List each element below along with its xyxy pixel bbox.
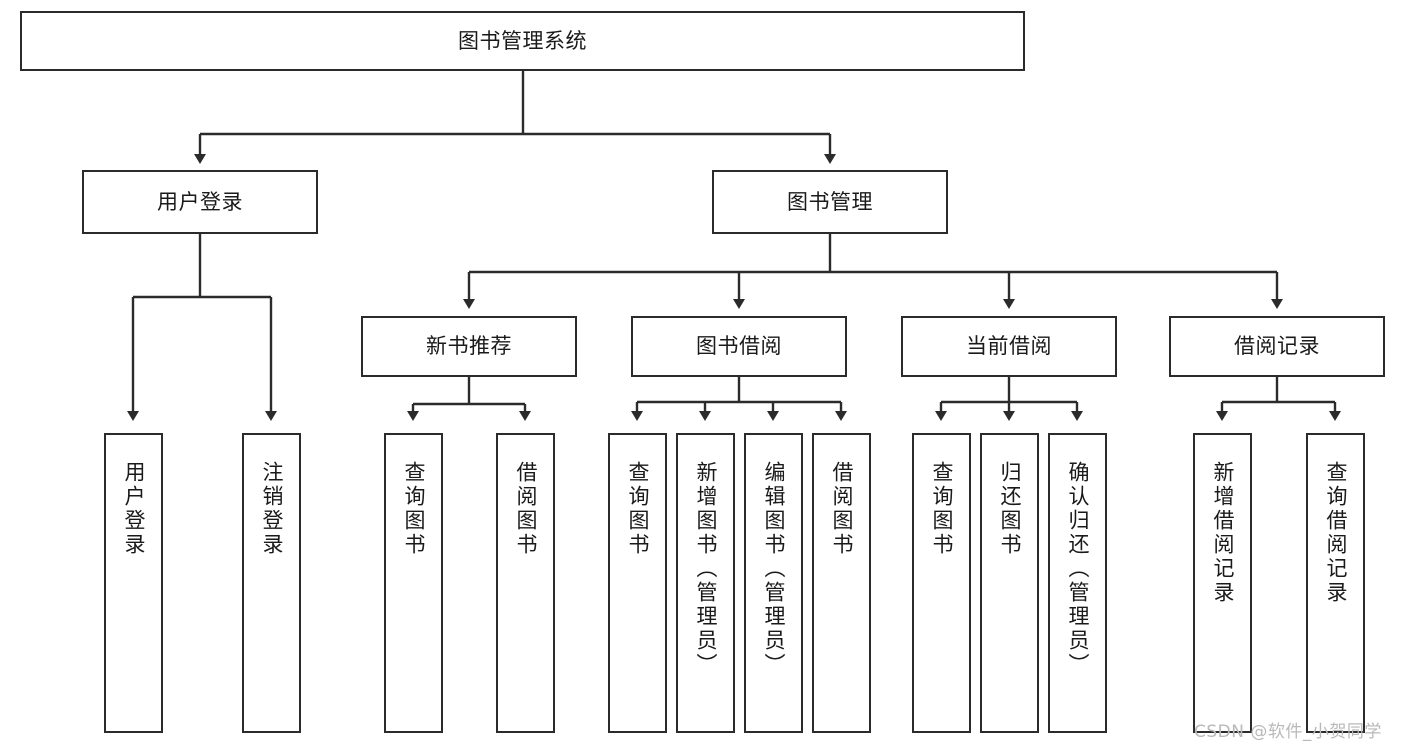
node-leaf-return-book[interactable]: 归还图书 — [980, 433, 1039, 733]
node-leaf-edit-book[interactable]: 编辑图书（管理员） — [744, 433, 803, 733]
node-leaf-add-record[interactable]: 新增借阅记录 — [1193, 433, 1252, 733]
node-book-management[interactable]: 图书管理 — [712, 170, 948, 234]
node-current-borrow[interactable]: 当前借阅 — [901, 316, 1117, 377]
node-leaf-query-book-2-label: 查询图书 — [625, 461, 650, 557]
node-current-borrow-label: 当前借阅 — [966, 334, 1052, 359]
node-leaf-borrow-book-1-label: 借阅图书 — [513, 461, 538, 557]
node-leaf-borrow-book-1[interactable]: 借阅图书 — [496, 433, 555, 733]
csdn-watermark: CSDN @软件_小贺同学 — [1194, 722, 1382, 742]
node-user-login-label: 用户登录 — [157, 189, 243, 214]
node-leaf-query-book-1-label: 查询图书 — [401, 461, 426, 557]
node-leaf-confirm-return-label: 确认归还（管理员） — [1065, 461, 1090, 677]
node-leaf-add-record-label: 新增借阅记录 — [1210, 461, 1235, 605]
node-leaf-logout-login-label: 注销登录 — [259, 461, 284, 557]
node-new-book-recommend[interactable]: 新书推荐 — [361, 316, 577, 377]
node-leaf-add-book-label: 新增图书（管理员） — [693, 461, 718, 677]
node-borrow-record[interactable]: 借阅记录 — [1169, 316, 1385, 377]
node-leaf-query-record-label: 查询借阅记录 — [1323, 461, 1348, 605]
node-user-login[interactable]: 用户登录 — [82, 170, 318, 234]
node-leaf-user-login[interactable]: 用户登录 — [104, 433, 163, 733]
node-leaf-query-book-3[interactable]: 查询图书 — [912, 433, 971, 733]
node-leaf-query-book-3-label: 查询图书 — [929, 461, 954, 557]
node-book-borrow-label: 图书借阅 — [696, 334, 782, 359]
node-leaf-logout-login[interactable]: 注销登录 — [242, 433, 301, 733]
node-borrow-record-label: 借阅记录 — [1234, 334, 1320, 359]
node-leaf-add-book[interactable]: 新增图书（管理员） — [676, 433, 735, 733]
node-book-management-label: 图书管理 — [787, 189, 873, 214]
node-new-book-recommend-label: 新书推荐 — [426, 334, 512, 359]
node-leaf-return-book-label: 归还图书 — [997, 461, 1022, 557]
node-root[interactable]: 图书管理系统 — [20, 11, 1025, 71]
node-leaf-query-record[interactable]: 查询借阅记录 — [1306, 433, 1365, 733]
node-leaf-edit-book-label: 编辑图书（管理员） — [761, 461, 786, 677]
node-leaf-borrow-book-2-label: 借阅图书 — [829, 461, 854, 557]
node-leaf-borrow-book-2[interactable]: 借阅图书 — [812, 433, 871, 733]
node-leaf-query-book-1[interactable]: 查询图书 — [384, 433, 443, 733]
node-leaf-user-login-label: 用户登录 — [121, 461, 146, 557]
node-leaf-query-book-2[interactable]: 查询图书 — [608, 433, 667, 733]
node-leaf-confirm-return[interactable]: 确认归还（管理员） — [1048, 433, 1107, 733]
node-root-label: 图书管理系统 — [458, 28, 587, 53]
node-book-borrow[interactable]: 图书借阅 — [631, 316, 847, 377]
